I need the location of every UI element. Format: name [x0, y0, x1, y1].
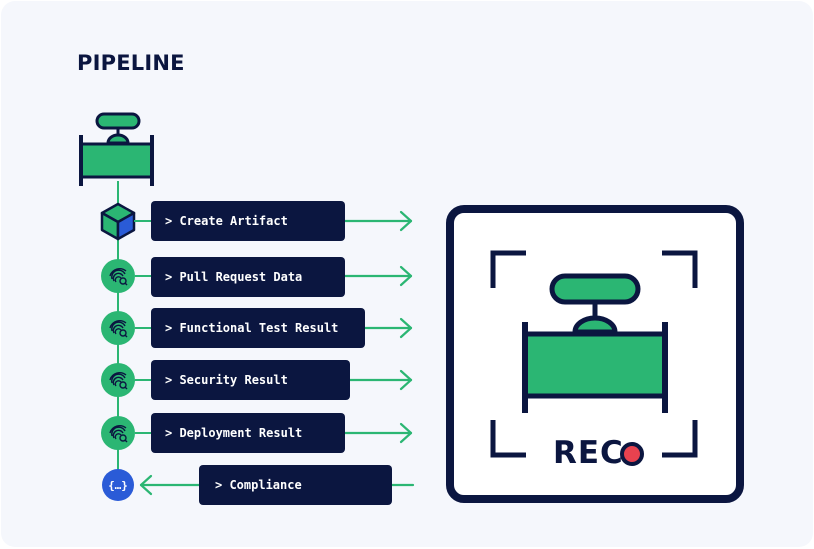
rec-label: REC: [553, 435, 624, 471]
record-indicator-icon: [620, 442, 644, 466]
viewfinder-brackets-icon: [490, 250, 698, 458]
step-deployment-result: > Deployment Result: [151, 413, 345, 453]
code-braces-icon: {…}: [102, 469, 134, 501]
step-create-artifact: > Create Artifact: [151, 201, 345, 241]
fingerprint-icon: [101, 363, 135, 397]
arrow-right-icon: [363, 317, 413, 339]
step-security-result: > Security Result: [151, 360, 350, 400]
svg-text:{…}: {…}: [108, 479, 128, 492]
arrow-right-icon: [343, 422, 413, 444]
step-compliance: > Compliance: [199, 465, 392, 505]
step-pull-request-data: > Pull Request Data: [151, 257, 345, 297]
fingerprint-icon: [101, 259, 135, 293]
arrow-right-icon: [348, 369, 413, 391]
step-functional-test-result: > Functional Test Result: [151, 308, 365, 348]
page-title: PIPELINE: [77, 51, 185, 75]
fingerprint-icon: [101, 311, 135, 345]
recorder-frame: [446, 205, 744, 503]
arrow-right-icon: [343, 265, 413, 287]
arrow-right-icon: [343, 210, 413, 232]
fingerprint-icon: [101, 416, 135, 450]
pipe-valve-icon: [79, 112, 154, 186]
pipe-valve-icon-large: [522, 273, 668, 413]
cube-icon: [100, 202, 136, 241]
